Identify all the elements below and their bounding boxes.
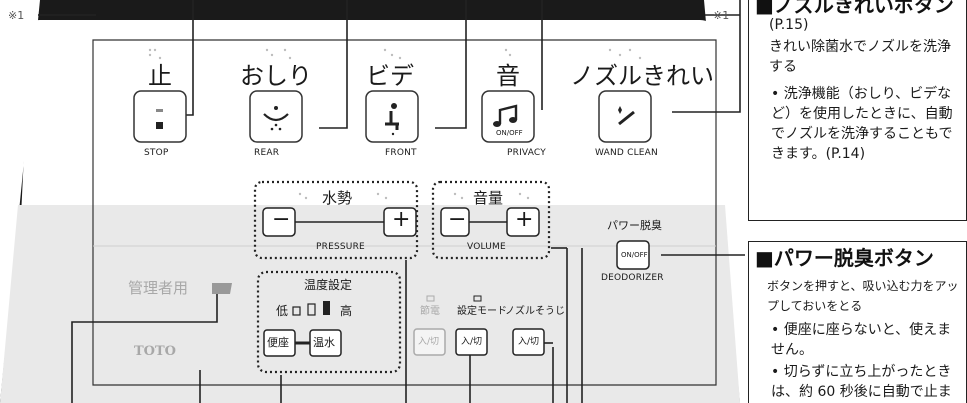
temp-level-3 [323, 301, 330, 315]
pressure-plus-glyph: + [392, 207, 411, 232]
temp-title: 温度設定 [304, 278, 353, 292]
stop-button[interactable] [133, 90, 187, 143]
volume-sub: VOLUME [467, 242, 506, 252]
wand-clean-page: (P.15) [769, 17, 809, 33]
bidet-icon [391, 103, 397, 109]
wand-sparkle-icon [618, 110, 635, 126]
volume-title: 音量 [473, 189, 504, 207]
pressure-title: 水勢 [322, 189, 353, 207]
nozzle-clean-button[interactable] [512, 328, 545, 356]
leader-lines [38, 0, 745, 403]
panel-outline [92, 39, 717, 386]
temp-level-2 [307, 303, 316, 316]
privacy-face: ON/OFF [496, 129, 523, 137]
water-temp-label: 温水 [313, 336, 335, 349]
braille-dots [148, 48, 642, 200]
deodorizer-desc: ボタンを押すと、吸い込む力をアップしておいをとる [767, 279, 959, 313]
stop-title: 止 [148, 62, 172, 90]
deodorizer-bullet-1: • 便座に座らないと、使えません。 [771, 322, 952, 358]
setting-button[interactable] [455, 328, 488, 356]
volume-minus-glyph: − [448, 207, 467, 232]
seat-temp-label: 便座 [267, 336, 289, 349]
wand-clean-title: ノズルきれい [570, 62, 714, 90]
privacy-sub: PRIVACY [507, 148, 546, 158]
nozzle-clean-face: 入/切 [518, 337, 540, 347]
rear-sub: REAR [254, 148, 280, 158]
nozzle-clean-label: ノズルそうじ [505, 306, 565, 317]
stop-indicator [156, 109, 163, 112]
wand-clean-button[interactable] [598, 90, 652, 143]
wand-clean-desc: きれい除菌水でノズルを洗浄する [769, 39, 951, 75]
front-sub: FRONT [385, 148, 417, 158]
setting-led [473, 295, 482, 302]
temp-low: 低 [276, 304, 289, 318]
deodorizer-button[interactable] [616, 240, 650, 270]
privacy-button[interactable] [481, 90, 535, 143]
panel-lower [0, 205, 740, 403]
rear-wash-icon [263, 113, 289, 122]
pressure-sub: PRESSURE [316, 242, 365, 252]
setting-label: 設定モード [457, 306, 507, 317]
deodorizer-heading: ■パワー脱臭ボタン [755, 246, 934, 270]
front-title: ビデ [366, 62, 414, 90]
music-note-icon [498, 104, 518, 124]
setting-face: 入/切 [461, 337, 483, 347]
privacy-title: 音 [496, 62, 520, 90]
rear-button[interactable] [249, 90, 303, 143]
eco-face: 入/切 [418, 337, 440, 347]
deodorizer-info-box: ■パワー脱臭ボタン ボタンを押すと、吸い込む力をアップしておいをとる • 便座に… [748, 241, 967, 403]
wand-clean-bullet: • 洗浄機能（おしり、ビデなど）を使用したときに、自動でノズルを洗浄することもで… [771, 86, 953, 162]
deodorizer-title: パワー脱臭 [607, 219, 662, 232]
wand-clean-sub: WAND CLEAN [595, 148, 658, 158]
eco-led [426, 295, 435, 302]
admin-label: 管理者用 [128, 279, 189, 297]
note-mark-right: ※1 [713, 9, 730, 22]
pressure-group [253, 180, 419, 260]
wand-clean-info-box: ■ノズルきれいボタン (P.15) きれい除菌水でノズルを洗浄する • 洗浄機能… [748, 0, 967, 221]
pressure-minus-glyph: − [272, 207, 291, 232]
deodorizer-face: ON/OFF [621, 251, 648, 259]
temperature-group [256, 270, 402, 374]
note-mark-left: ※1 [8, 9, 25, 22]
wand-clean-heading: ■ノズルきれいボタン [755, 0, 954, 17]
eco-label: 節電 [420, 306, 440, 317]
eco-button[interactable] [413, 328, 446, 356]
temp-high: 高 [340, 304, 353, 318]
volume-group [431, 180, 551, 260]
stop-square-icon [156, 122, 163, 129]
volume-plus-glyph: + [515, 207, 534, 232]
admin-card-icon [212, 283, 232, 294]
stop-sub: STOP [144, 148, 169, 158]
deodorizer-sub: DEODORIZER [601, 273, 664, 283]
deodorizer-bullet-2: • 切らずに立ち上がったときは、約 60 秒後に自動で止まります。 [771, 364, 952, 400]
rear-title: おしり [240, 62, 312, 90]
brand-logo: TOTO [134, 344, 176, 359]
temp-level-1 [292, 306, 301, 316]
